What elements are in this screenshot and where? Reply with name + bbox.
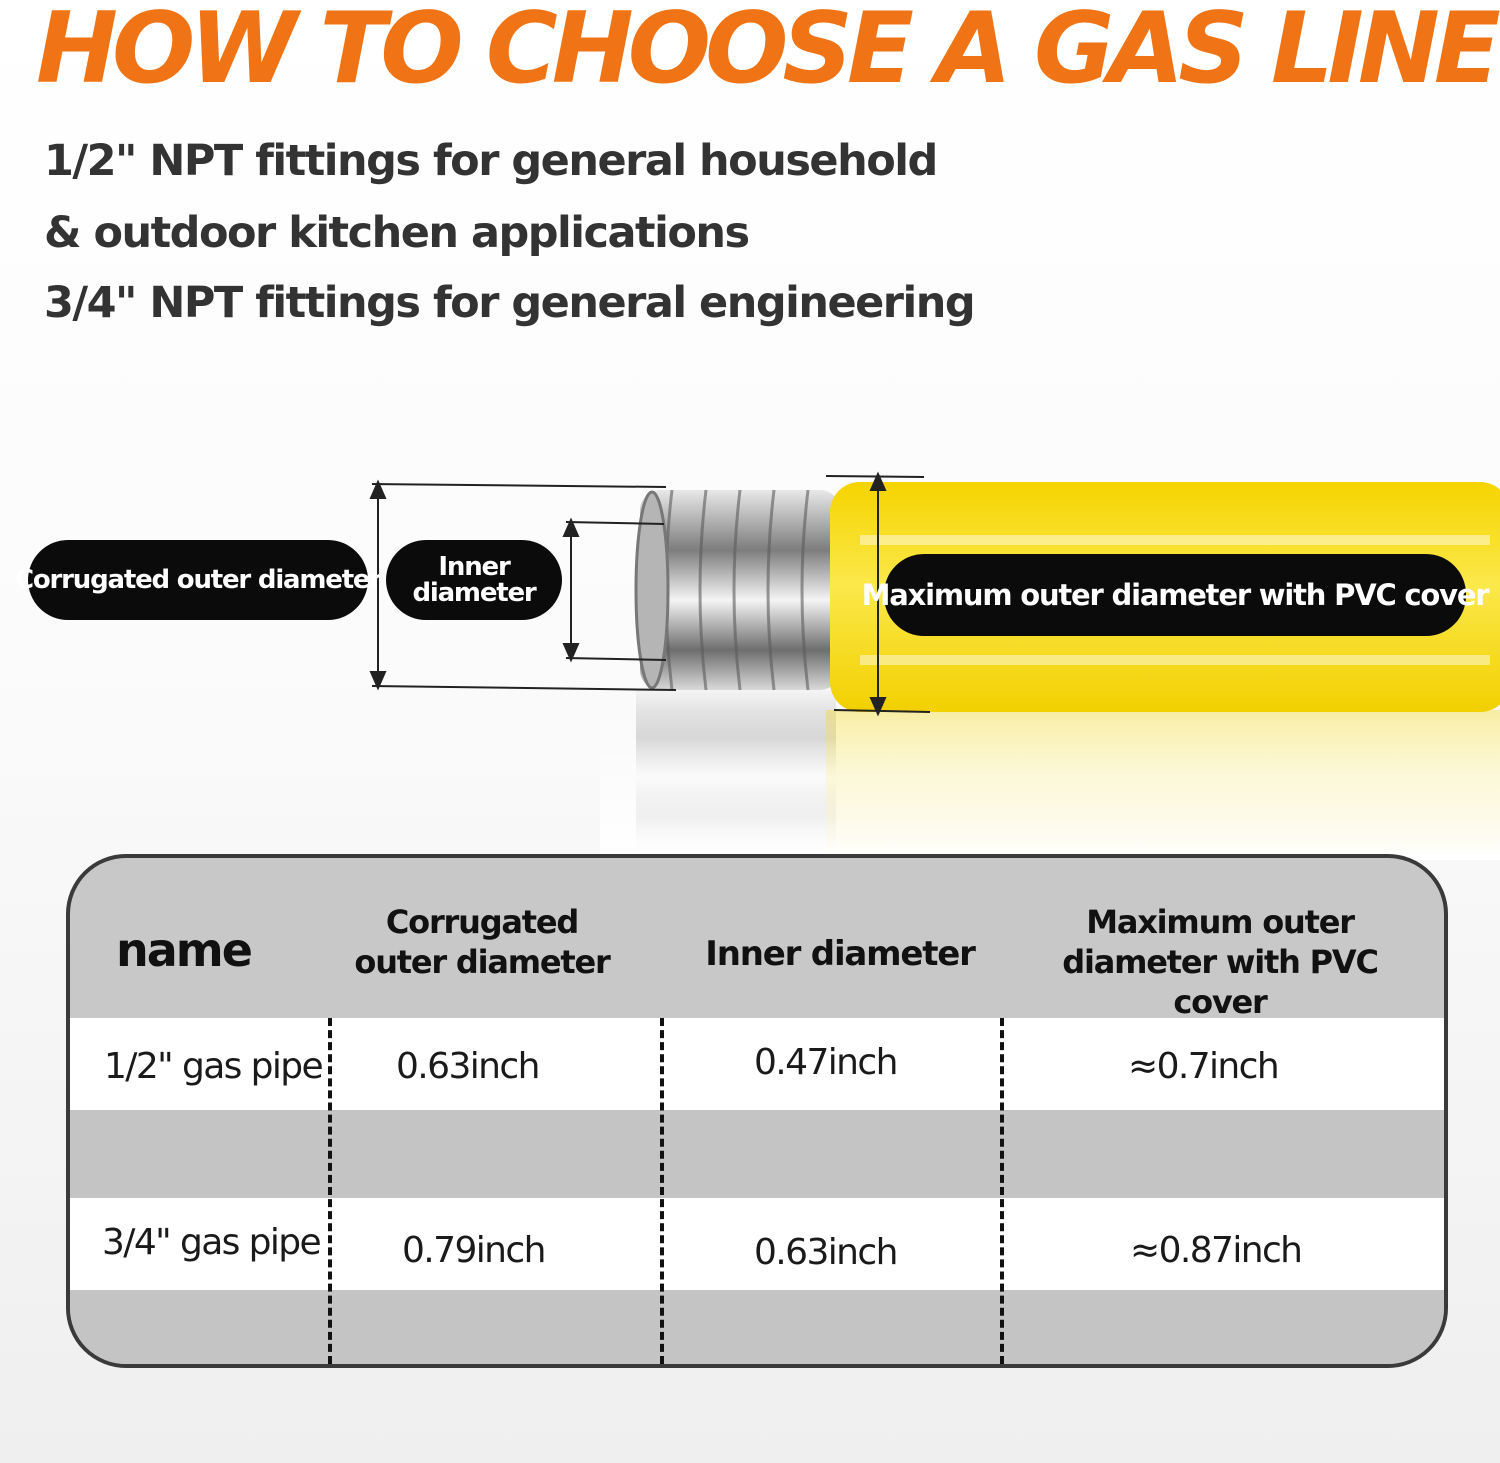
table-row-spacer-2 [70, 1290, 1444, 1364]
pvc-diameter-text: Maximum outer diameter with PVC cover [861, 578, 1490, 612]
pipe-opening [634, 490, 670, 690]
page-title: HOW TO CHOOSE A GAS LINE [36, 0, 1500, 106]
header-corrugated: Corrugated outer diameter [332, 902, 632, 982]
pvc-highlights [860, 535, 1490, 665]
header-name: name [116, 923, 253, 977]
header-inner: Inner diameter [705, 934, 976, 974]
dimension-lines [369, 471, 931, 717]
hose-diagram: Corrugated outer diameter Inner diameter… [0, 440, 1500, 860]
corrugated-diameter-text: Corrugated outer diameter [15, 565, 382, 595]
row-1-pvc: ≈0.7inch [1128, 1046, 1280, 1087]
row-1-inner: 0.47inch [754, 1042, 898, 1083]
column-divider-1 [328, 1018, 332, 1364]
specs-table: name Corrugated outer diameter Inner dia… [66, 854, 1448, 1368]
subtitle-line-3: 3/4" NPT fittings for general engineerin… [44, 278, 976, 328]
reflection-fade [600, 710, 1500, 860]
header-pvc-line-2: diameter with PVC cover [1062, 943, 1379, 1021]
row-1-name: 1/2" gas pipe [104, 1046, 324, 1087]
inner-diameter-text-2: diameter [412, 578, 536, 608]
row-2-name: 3/4" gas pipe [102, 1222, 322, 1263]
corrugated-diameter-label: Corrugated outer diameter [15, 540, 382, 620]
row-1-corrugated: 0.63inch [396, 1046, 540, 1087]
subtitle-line-2: & outdoor kitchen applications [44, 208, 750, 258]
inner-diameter-label: Inner diameter [386, 540, 562, 620]
table-row-spacer-1 [70, 1110, 1444, 1198]
header-pvc: Maximum outer diameter with PVC cover [1020, 902, 1420, 1022]
table-row-band-1 [70, 1018, 1444, 1110]
header-corrugated-line-2: outer diameter [354, 943, 610, 981]
row-2-pvc: ≈0.87inch [1130, 1230, 1303, 1271]
header-corrugated-line-1: Corrugated [385, 903, 579, 941]
header-pvc-line-1: Maximum outer [1086, 903, 1355, 941]
steel-corrugated-pipe [640, 490, 840, 690]
pvc-diameter-label: Maximum outer diameter with PVC cover [862, 554, 1490, 636]
row-2-inner: 0.63inch [754, 1232, 898, 1273]
table-row-band-2 [70, 1198, 1444, 1290]
corrugation-ridges [664, 489, 810, 691]
subtitle-line-1: 1/2" NPT fittings for general household [44, 136, 938, 186]
hose-illustration [369, 471, 1500, 860]
column-divider-3 [1000, 1018, 1004, 1364]
column-divider-2 [660, 1018, 664, 1364]
row-2-corrugated: 0.79inch [402, 1230, 546, 1271]
inner-diameter-text-1: Inner [438, 552, 510, 582]
